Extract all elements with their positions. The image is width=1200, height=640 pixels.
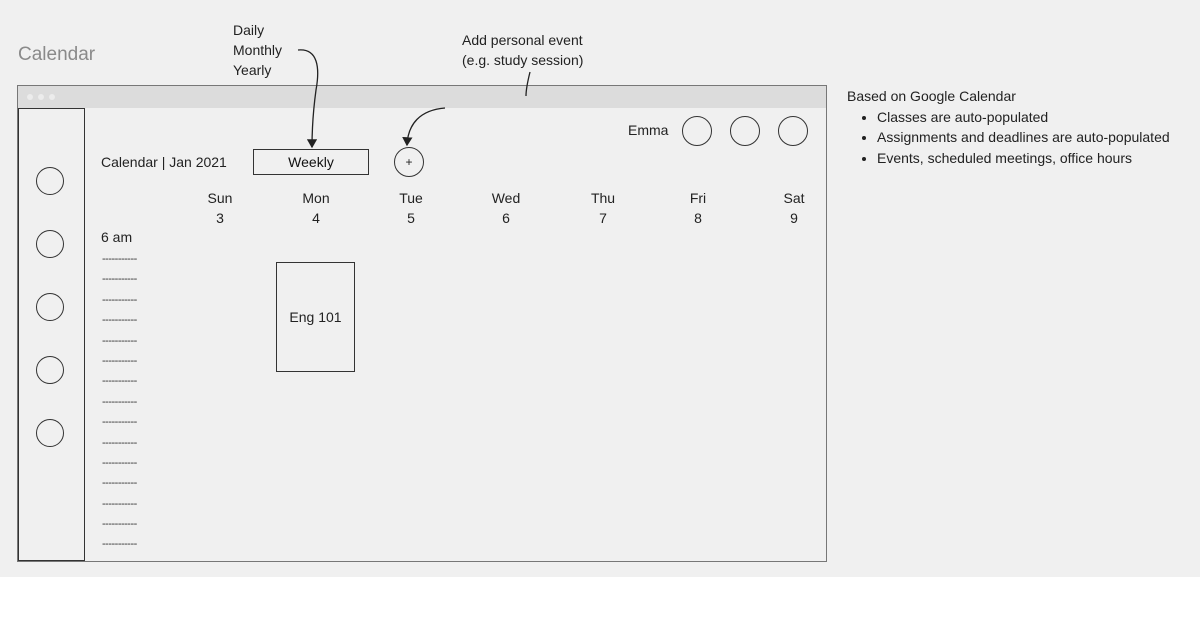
notifications-icon[interactable] (730, 116, 760, 146)
view-modes-annotation: Daily Monthly Yearly (233, 20, 282, 80)
day-date: 4 (312, 210, 320, 226)
user-name: Emma (628, 122, 669, 138)
day-date: 9 (790, 210, 798, 226)
day-header-tue[interactable]: Tue 5 (381, 188, 441, 228)
nav-icon-2[interactable] (36, 230, 64, 258)
time-slot[interactable]: ----------- (102, 395, 137, 408)
window-dot-icon (27, 94, 33, 100)
annotation-line: Monthly (233, 42, 283, 58)
annotation-line: Yearly (233, 62, 272, 78)
view-mode-dropdown[interactable]: Weekly (253, 149, 369, 175)
day-date: 3 (216, 210, 224, 226)
add-arrow (402, 107, 446, 147)
day-header-sun[interactable]: Sun 3 (190, 188, 250, 228)
time-slot[interactable]: ----------- (102, 518, 137, 531)
board-title: Calendar (18, 44, 96, 65)
settings-icon[interactable] (778, 116, 808, 146)
avatar-icon[interactable] (682, 116, 712, 146)
time-slot[interactable]: ----------- (102, 354, 137, 367)
nav-icon-1[interactable] (36, 167, 64, 195)
time-slot[interactable]: ----------- (102, 334, 137, 347)
day-header-sat[interactable]: Sat 9 (764, 188, 824, 228)
day-date: 8 (694, 210, 702, 226)
annotation-line: Daily (233, 22, 265, 38)
notes-heading: Based on Google Calendar (847, 88, 1016, 104)
nav-icon-4[interactable] (36, 356, 64, 384)
time-slot[interactable]: ----------- (102, 477, 137, 490)
notes-list: Classes are auto-populated Assignments a… (847, 107, 1170, 169)
nav-icon-5[interactable] (36, 419, 64, 447)
time-slot[interactable]: ----------- (102, 314, 137, 327)
day-name: Tue (399, 190, 423, 206)
annotation-arrows (297, 49, 531, 149)
day-name: Fri (689, 190, 707, 206)
day-name: Wed (491, 190, 521, 206)
day-date: 7 (599, 210, 607, 226)
design-notes: Based on Google Calendar Classes are aut… (847, 86, 1170, 168)
day-header-thu[interactable]: Thu 7 (573, 188, 633, 228)
nav-icon-3[interactable] (36, 293, 64, 321)
whiteboard: Calendar Daily Monthly Yearly Add person… (0, 0, 1200, 577)
time-slot[interactable]: ----------- (102, 375, 137, 388)
add-event-button[interactable]: + (394, 147, 424, 177)
day-header-fri[interactable]: Fri 8 (668, 188, 728, 228)
annotation-line: (e.g. study session) (462, 52, 584, 68)
day-header-wed[interactable]: Wed 6 (476, 188, 536, 228)
day-date: 5 (407, 210, 415, 226)
day-date: 6 (502, 210, 510, 226)
time-slot[interactable]: ----------- (102, 456, 137, 469)
day-header-mon[interactable]: Mon 4 (286, 188, 346, 228)
add-event-annotation: Add personal event (e.g. study session) (462, 30, 583, 70)
notes-item: Classes are auto-populated (877, 107, 1170, 128)
day-name: Sat (783, 190, 805, 206)
event-title: Eng 101 (289, 309, 342, 325)
window-dot-icon (49, 94, 55, 100)
notes-item: Events, scheduled meetings, office hours (877, 148, 1170, 169)
add-arrow (525, 71, 531, 97)
time-slot[interactable]: ----------- (102, 538, 137, 551)
time-slot[interactable]: ----------- (102, 253, 137, 265)
window-dot-icon (38, 94, 44, 100)
view-arrow (297, 49, 319, 149)
page-title: Calendar | Jan 2021 (101, 154, 227, 170)
time-slot[interactable]: ----------- (102, 293, 137, 306)
day-name: Thu (590, 190, 616, 206)
window-titlebar (18, 86, 826, 108)
time-slot[interactable]: ----------- (102, 273, 137, 286)
annotation-line: Add personal event (462, 32, 583, 48)
time-label: 6 am (101, 229, 133, 245)
time-slot[interactable]: ----------- (102, 436, 137, 449)
time-slot[interactable]: ----------- (102, 416, 137, 429)
notes-item: Assignments and deadlines are auto-popul… (877, 127, 1170, 148)
day-name: Mon (302, 190, 330, 206)
app-window: Calendar | Jan 2021 Weekly + Emma Sun 3 … (17, 85, 827, 562)
sidebar (18, 108, 85, 561)
day-name: Sun (207, 190, 233, 206)
event-block[interactable]: Eng 101 (276, 262, 355, 372)
time-slots: ----------- ----------- ----------- ----… (102, 249, 137, 555)
time-slot[interactable]: ----------- (102, 497, 137, 510)
